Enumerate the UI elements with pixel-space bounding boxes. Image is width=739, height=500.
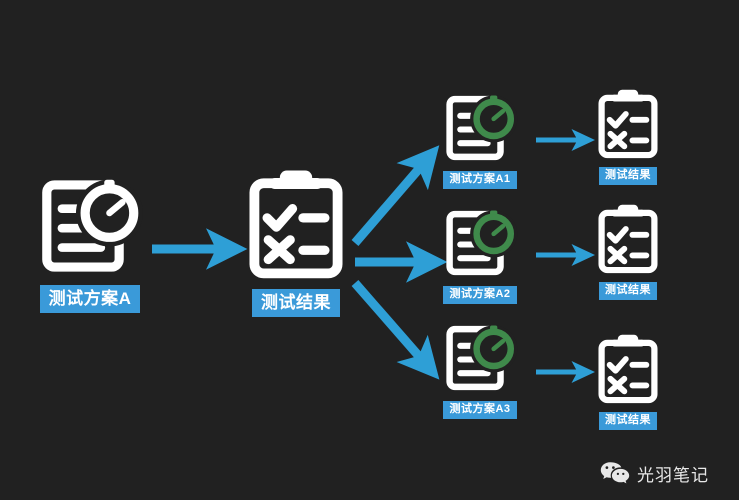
document-stopwatch-icon: [442, 320, 518, 396]
arrow-result-to-a3: [351, 280, 440, 380]
clipboard-check-cross-icon: [595, 203, 661, 277]
watermark-text: 光羽笔记: [637, 466, 709, 485]
watermark: 光羽笔记: [600, 461, 709, 486]
arrow-result-to-a1: [351, 145, 440, 246]
node-plan-a3[interactable]: 测试方案A3: [442, 320, 518, 419]
node-plan-a2[interactable]: 测试方案A2: [442, 205, 518, 304]
node-label-plan-a3: 测试方案A3: [443, 401, 517, 419]
node-label-plan-a2: 测试方案A2: [443, 286, 517, 304]
node-label-result-a3: 测试结果: [599, 412, 657, 430]
wechat-icon: [600, 461, 630, 486]
clipboard-check-cross-icon: [595, 88, 661, 162]
node-label-plan-a1: 测试方案A1: [443, 171, 517, 189]
node-label-result-main: 测试结果: [252, 289, 340, 317]
node-result-a1[interactable]: 测试结果: [595, 88, 661, 185]
node-plan-a1[interactable]: 测试方案A1: [442, 90, 518, 189]
node-result-a3[interactable]: 测试结果: [595, 333, 661, 430]
node-label-result-a2: 测试结果: [599, 282, 657, 300]
node-label-plan-a: 测试方案A: [39, 285, 141, 313]
document-stopwatch-icon: [36, 172, 144, 280]
node-plan-a[interactable]: 测试方案A: [36, 172, 144, 313]
clipboard-check-cross-icon: [244, 168, 348, 284]
clipboard-check-cross-icon: [595, 333, 661, 407]
document-stopwatch-icon: [442, 90, 518, 166]
node-result-a2[interactable]: 测试结果: [595, 203, 661, 300]
node-result-main[interactable]: 测试结果: [244, 168, 348, 317]
node-label-result-a1: 测试结果: [599, 167, 657, 185]
document-stopwatch-icon: [442, 205, 518, 281]
